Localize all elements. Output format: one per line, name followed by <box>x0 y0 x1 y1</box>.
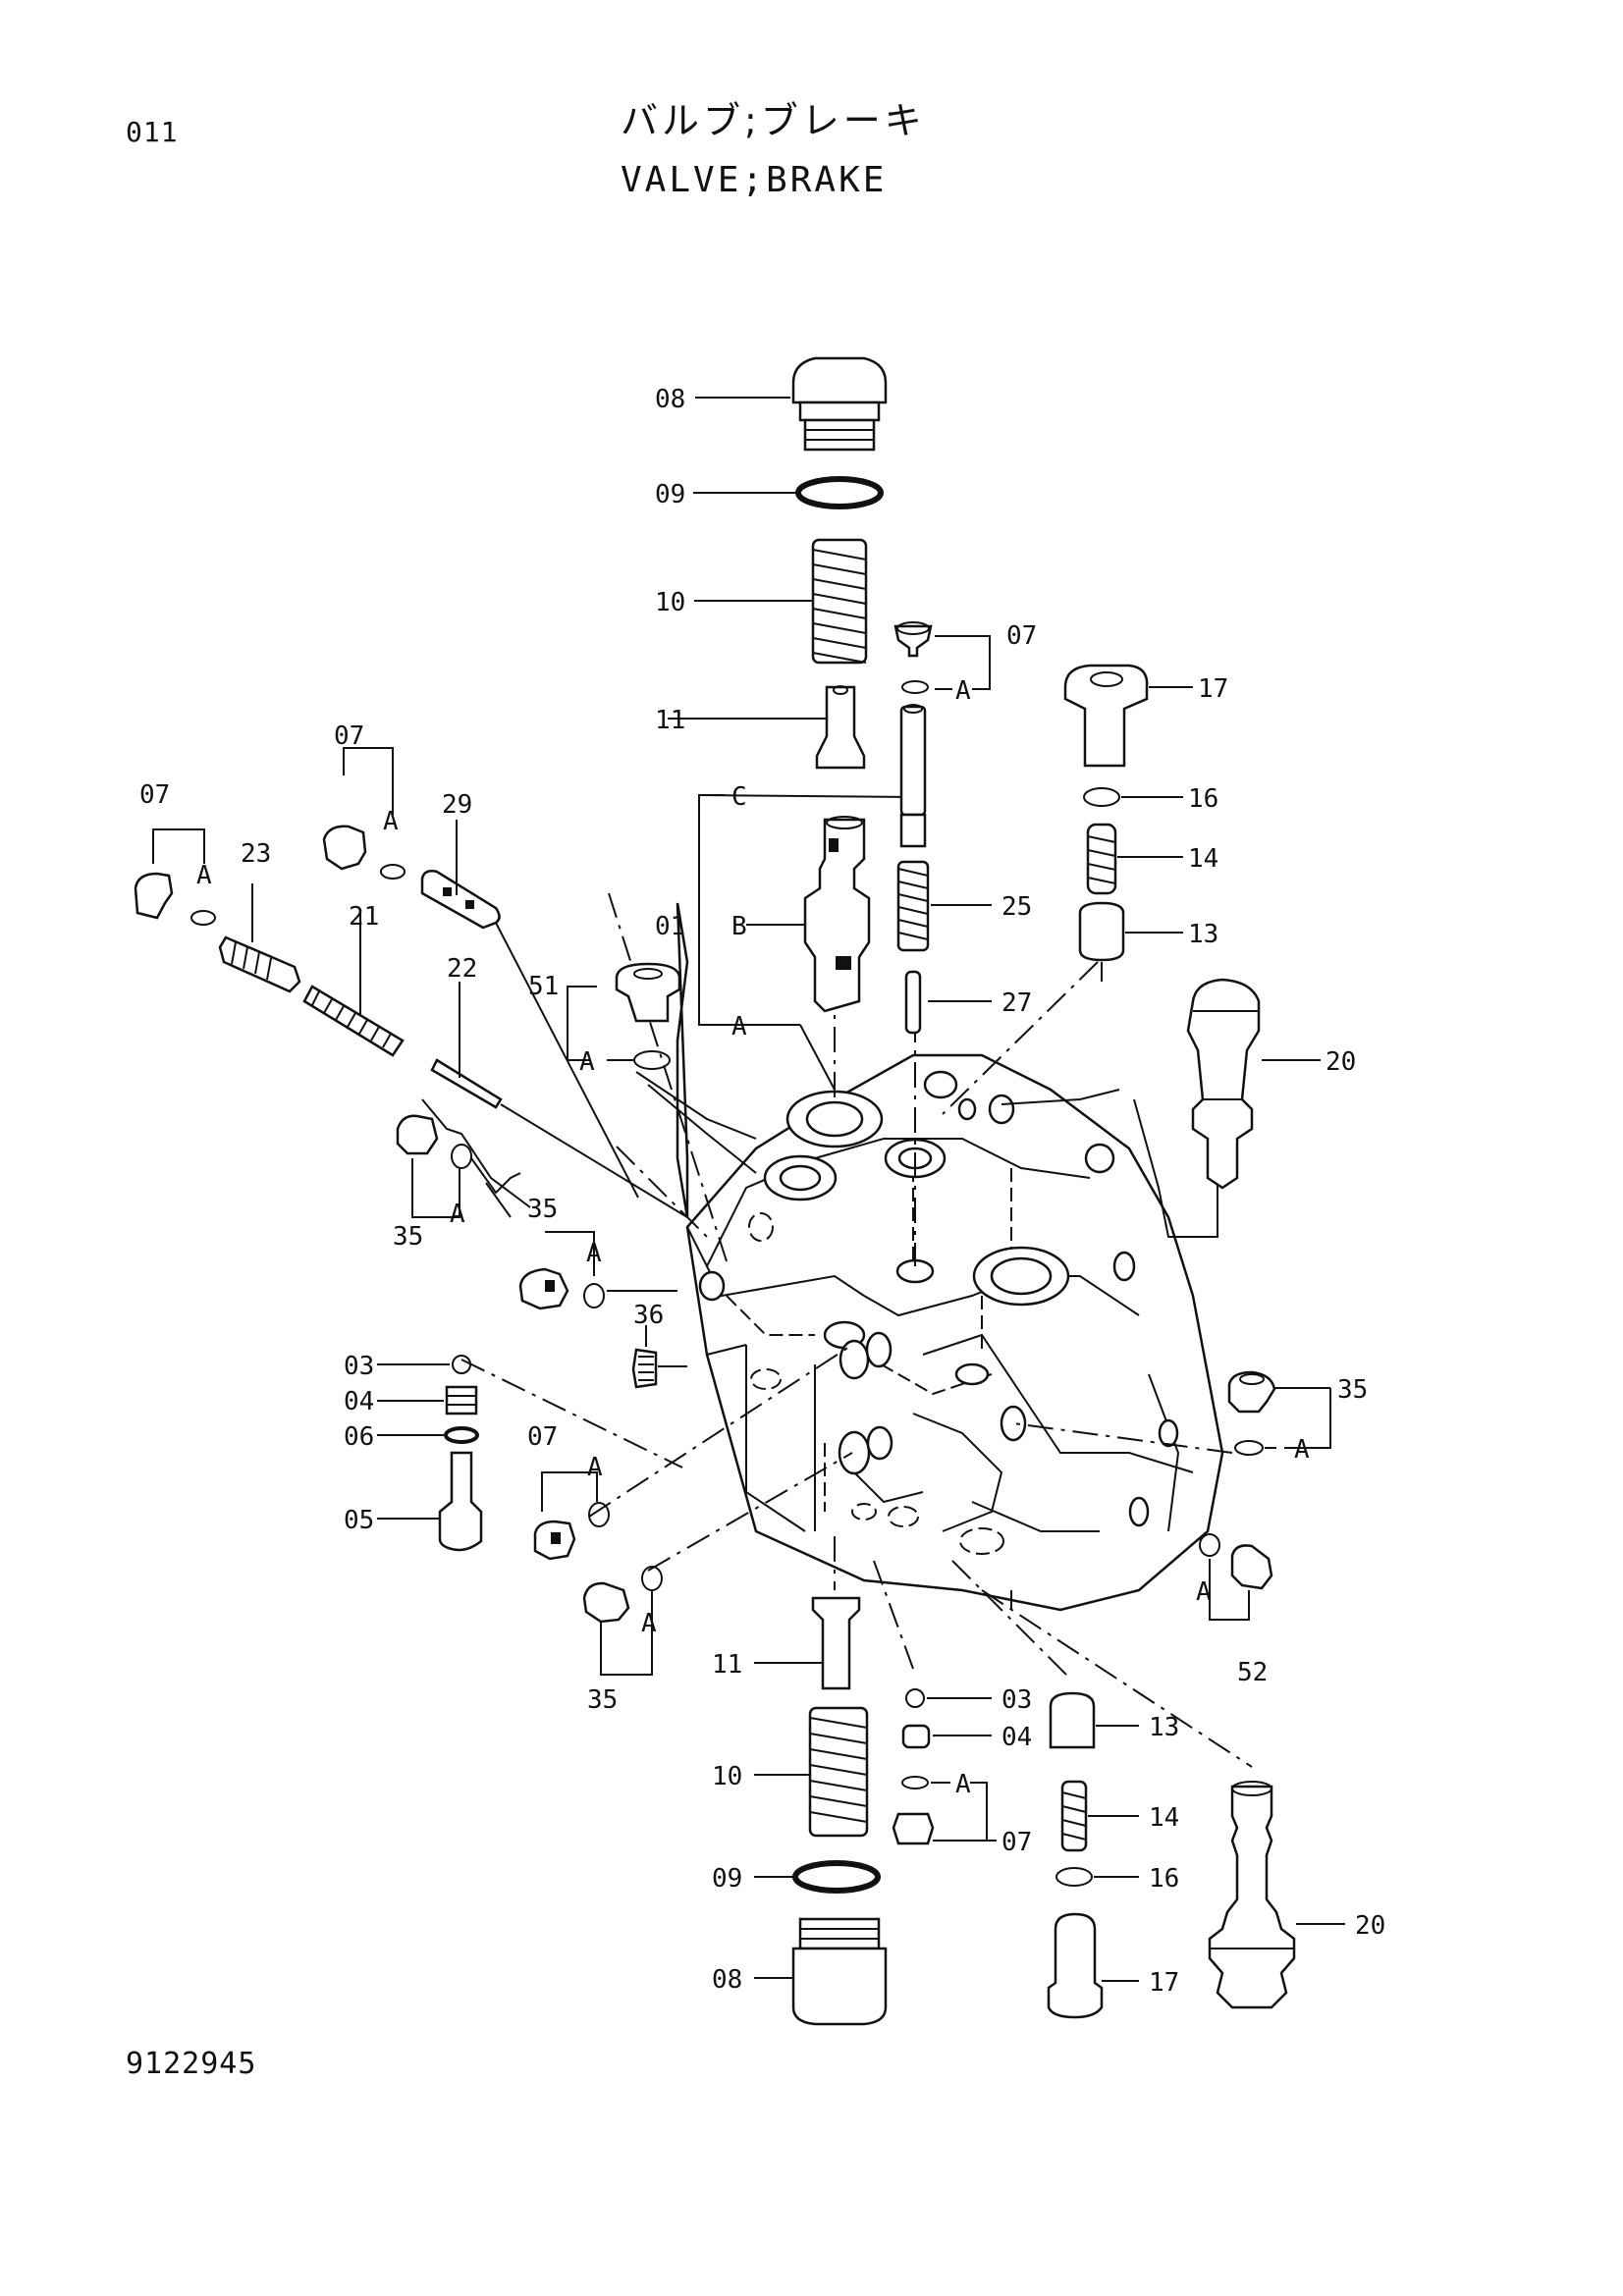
left-upper-group <box>134 747 688 1218</box>
callout-c: C <box>731 782 747 812</box>
callout-a-lower-left: A <box>587 1453 603 1482</box>
callout-a-52: A <box>1196 1577 1212 1607</box>
title-english: VALVE;BRAKE <box>621 160 888 200</box>
callout-23: 23 <box>241 839 271 869</box>
assembly-centre-lines <box>421 892 1253 1768</box>
callout-27: 27 <box>1001 988 1032 1018</box>
callout-10-bottom: 10 <box>712 1762 742 1791</box>
callout-13-bottom: 13 <box>1149 1713 1179 1742</box>
callout-14-bottom: 14 <box>1149 1803 1179 1833</box>
callout-29: 29 <box>442 790 472 820</box>
callout-a-far-left: A <box>196 861 212 890</box>
callout-16-bottom: 16 <box>1149 1864 1179 1894</box>
right-upper-group <box>1063 664 1321 1190</box>
callout-a-51: A <box>579 1047 595 1077</box>
callout-35-lower: 35 <box>587 1685 618 1715</box>
callout-11-top: 11 <box>655 706 685 735</box>
centre-spool-group <box>698 621 992 1091</box>
callout-35-upper: 35 <box>393 1222 423 1252</box>
callout-17-bottom: 17 <box>1149 1968 1179 1998</box>
callout-07-upper-left: 07 <box>334 721 364 751</box>
callout-04-left: 04 <box>344 1387 374 1416</box>
drawing-number: 9122945 <box>126 2047 257 2081</box>
callout-a-centre: A <box>955 676 971 706</box>
callout-06: 06 <box>344 1422 374 1452</box>
callout-35-mid: 35 <box>527 1195 558 1224</box>
top-plug-stack <box>668 356 888 770</box>
bottom-stack <box>754 1596 1345 2026</box>
callout-22: 22 <box>447 954 477 984</box>
callout-a-bottom: A <box>955 1770 971 1799</box>
callout-17-top: 17 <box>1198 674 1228 704</box>
callout-08-bottom: 08 <box>712 1965 742 1995</box>
callout-a-35-right: A <box>1294 1435 1310 1465</box>
right-middle-group <box>1199 1370 1331 1621</box>
callout-04-bottom: 04 <box>1001 1723 1032 1752</box>
left-lower-group <box>377 1355 663 1676</box>
callout-03-bottom: 03 <box>1001 1685 1032 1715</box>
callout-14-top: 14 <box>1188 844 1218 874</box>
title-japanese: バルブ;ブレーキ <box>621 99 926 142</box>
callout-25: 25 <box>1001 892 1032 922</box>
callout-a-35-upper: A <box>450 1200 465 1229</box>
callout-21: 21 <box>349 902 379 932</box>
callout-52: 52 <box>1237 1658 1268 1687</box>
callout-a-upper-left: A <box>383 807 399 836</box>
callout-09-top: 09 <box>655 480 685 509</box>
valve-body <box>676 902 1224 1612</box>
callout-05: 05 <box>344 1506 374 1535</box>
callout-10-top: 10 <box>655 588 685 617</box>
callout-07-bottom: 07 <box>1001 1828 1032 1857</box>
callout-07-lower-left: 07 <box>527 1422 558 1452</box>
callout-07-centre: 07 <box>1006 621 1037 651</box>
page-number: 011 <box>126 116 179 148</box>
callout-03-left: 03 <box>344 1352 374 1381</box>
left-middle-group <box>396 962 757 1389</box>
callout-07-far-left: 07 <box>139 780 170 810</box>
callout-08-top: 08 <box>655 385 685 414</box>
callout-labels: 08 09 10 11 07 A 17 16 14 13 C 25 01 B 2… <box>139 385 1385 1998</box>
callout-16-top: 16 <box>1188 784 1218 814</box>
callout-35-right: 35 <box>1337 1375 1368 1405</box>
callout-20-bottom: 20 <box>1355 1911 1385 1941</box>
callout-11-bottom: 11 <box>712 1650 742 1680</box>
callout-36: 36 <box>633 1301 664 1330</box>
callout-a-35-mid: A <box>586 1239 602 1268</box>
callout-a-35-lower: A <box>641 1609 657 1638</box>
callout-13-top: 13 <box>1188 920 1218 949</box>
callout-a-centre-body: A <box>731 1012 747 1041</box>
callout-51: 51 <box>528 972 559 1001</box>
callout-20-top: 20 <box>1325 1047 1356 1077</box>
callout-b: B <box>731 912 747 941</box>
callout-09-bottom: 09 <box>712 1864 742 1894</box>
callout-01: 01 <box>655 912 685 941</box>
